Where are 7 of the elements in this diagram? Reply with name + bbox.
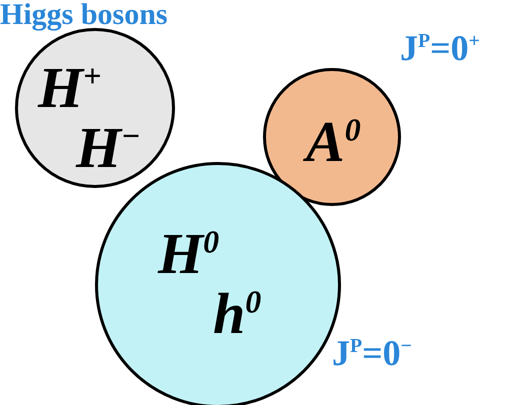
quantum-number-label: J$^{P}$=0$^{+}$ <box>400 30 480 66</box>
particle-symbol: H$^{+}$ <box>38 59 102 117</box>
title: Higgs bosons <box>0 0 168 30</box>
particle-symbol: H$^{0}$ <box>158 225 220 283</box>
particle-symbol: H$^{−}$ <box>76 119 140 177</box>
quantum-number-label: J$^{P}$=0$^{−}$ <box>332 335 412 371</box>
particle-symbol: h$^{0}$ <box>213 285 262 343</box>
